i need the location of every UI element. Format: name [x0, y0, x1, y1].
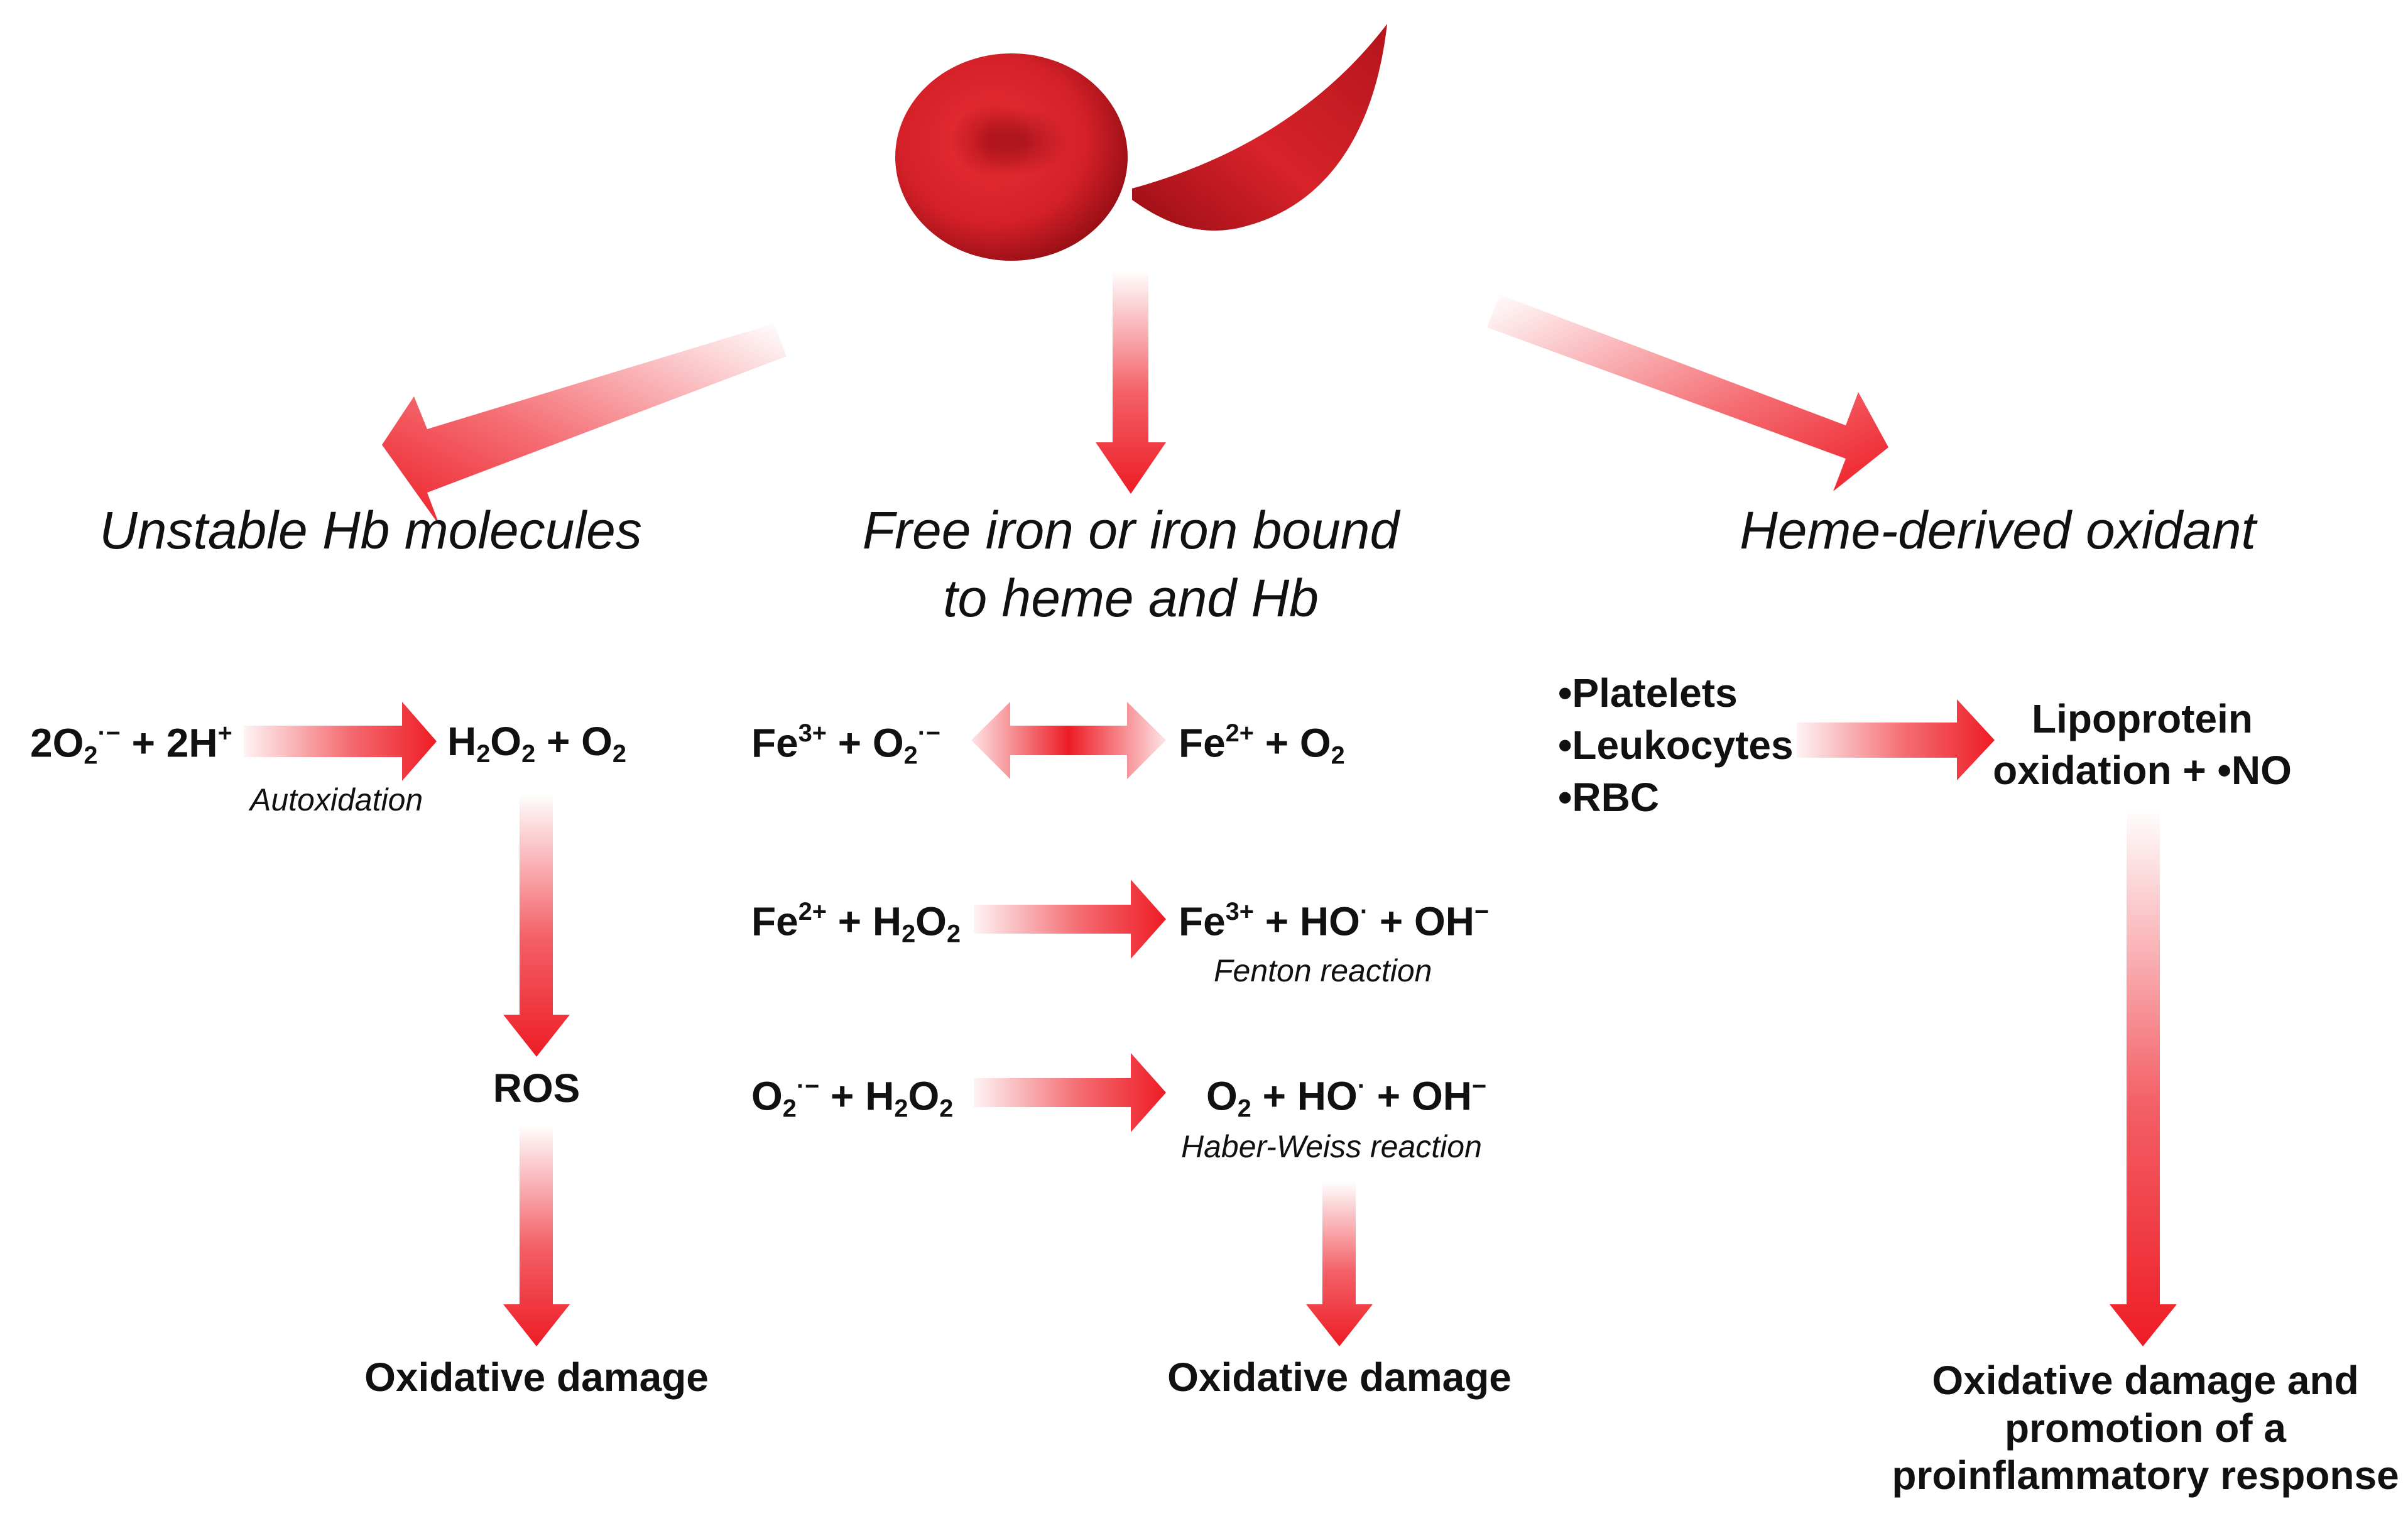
ros-label: ROS [493, 1066, 580, 1111]
arrow-haber-weiss [974, 1053, 1166, 1132]
arrow-to-middle-damage [1306, 1181, 1373, 1346]
fenton-products: Fe3+ + HO· + OH− [1179, 898, 1490, 944]
source-rbc: •RBC [1558, 775, 1660, 821]
lipoprotein-line2: oxidation + •NO [1993, 748, 2292, 793]
autoxidation-label: Autoxidation [250, 782, 423, 817]
arrow-to-ros [503, 793, 570, 1057]
arrow-iron-equilibrium [971, 702, 1166, 779]
heading-unstable-hb: Unstable Hb molecules [99, 501, 642, 560]
sickle-red-blood-cell [1132, 24, 1387, 231]
haber-weiss-reaction-label: Haber-Weiss reaction [1181, 1129, 1482, 1164]
lipoprotein-line1: Lipoprotein [2032, 696, 2253, 741]
haber-weiss-products: O2 + HO· + OH− [1206, 1072, 1487, 1123]
fenton-reaction-label: Fenton reaction [1214, 953, 1432, 988]
iron-equilibrium-left: Fe3+ + O2·− [751, 719, 941, 770]
haber-weiss-reactants: O2·− + H2O2 [751, 1072, 954, 1123]
arrow-to-right-damage [2110, 807, 2177, 1346]
heading-free-iron-line2: to heme and Hb [943, 569, 1319, 628]
arrow-to-heme-oxidant [1487, 295, 1888, 491]
arrow-fenton [974, 880, 1166, 959]
arrow-to-lipoprotein [1797, 699, 1995, 780]
autoxidation-products: H2O2 + O2 [447, 719, 626, 768]
right-outcome-oxidative-damage: Oxidative damage and promotion of a proi… [1892, 1358, 2399, 1498]
arrow-to-unstable-hb [382, 324, 787, 526]
normal-red-blood-cell [895, 53, 1128, 261]
heading-free-iron-line1: Free iron or iron bound [862, 501, 1400, 560]
iron-equilibrium-right: Fe2+ + O2 [1179, 719, 1345, 770]
autoxidation-reactants: 2O2·− + 2H+ [30, 719, 232, 770]
source-platelets: •Platelets [1558, 670, 1738, 716]
fenton-reactants: Fe2+ + H2O2 [751, 898, 961, 948]
arrow-to-free-iron [1096, 270, 1166, 494]
source-leukocytes: •Leukocytes [1558, 723, 1794, 768]
left-outcome-oxidative-damage: Oxidative damage [364, 1355, 709, 1400]
heading-heme-oxidant: Heme-derived oxidant [1740, 501, 2256, 560]
arrow-to-left-damage [503, 1125, 570, 1346]
middle-outcome-oxidative-damage: Oxidative damage [1167, 1355, 1512, 1400]
arrow-autoxidation [244, 702, 437, 781]
oxidant-sources-list: •Platelets •Leukocytes •RBC [1558, 667, 1794, 824]
